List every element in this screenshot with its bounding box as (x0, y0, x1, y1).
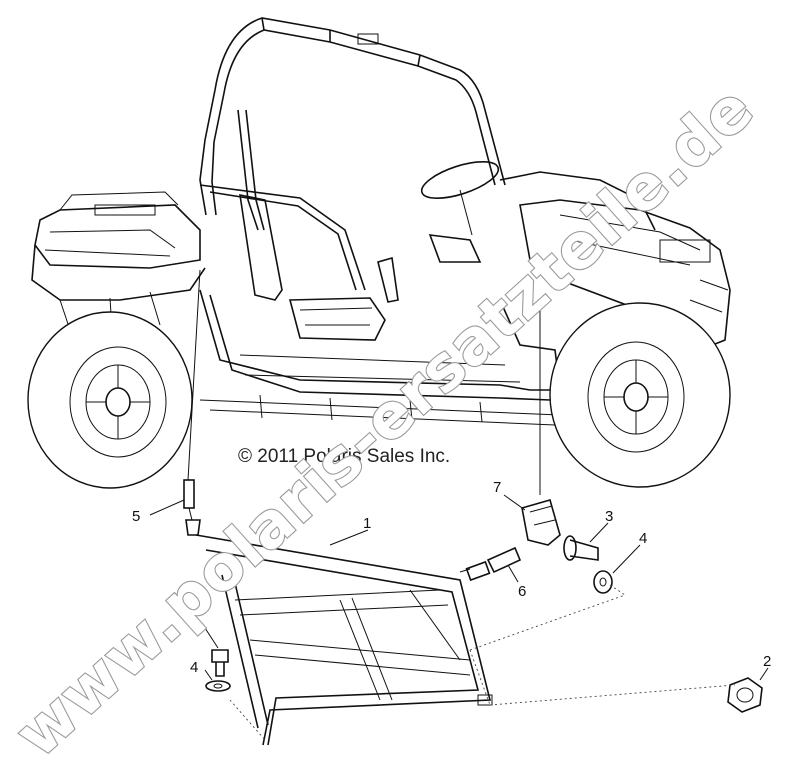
dash-steering (420, 161, 656, 263)
callout-4-right: 4 (639, 530, 647, 547)
copyright-notice: © 2011 Polaris Sales Inc. (238, 446, 450, 467)
callout-leaders (149, 494, 769, 681)
washer-part-4-left (205, 680, 231, 692)
callout-3: 3 (605, 508, 613, 525)
front-body (519, 199, 731, 351)
rear-wheel (27, 311, 193, 489)
rear-body (31, 191, 206, 331)
vehicle-illustration (27, 17, 731, 489)
callout-8: 8 (191, 616, 199, 633)
seats (239, 193, 399, 341)
install-guides (229, 584, 736, 741)
bracket-part-7 (521, 499, 561, 546)
leader-lines (187, 269, 541, 495)
callout-1: 1 (363, 515, 371, 532)
door-net-frame (195, 534, 493, 746)
callout-5: 5 (132, 508, 140, 525)
nut-part-2 (727, 677, 763, 713)
callout-4-left: 4 (190, 659, 198, 676)
callout-numbers: 1 2 3 4 4 5 6 7 8 (132, 479, 771, 676)
callout-2: 2 (763, 653, 771, 670)
push-rivet-part-3 (563, 535, 599, 561)
strap-right (459, 546, 522, 582)
bolt-part-8 (211, 649, 229, 677)
callout-7: 7 (493, 479, 501, 496)
front-wheel (549, 302, 731, 488)
strap-left (183, 479, 201, 536)
washer-part-4-right (593, 570, 613, 594)
roll-cage (199, 17, 506, 291)
callout-6: 6 (518, 583, 526, 600)
